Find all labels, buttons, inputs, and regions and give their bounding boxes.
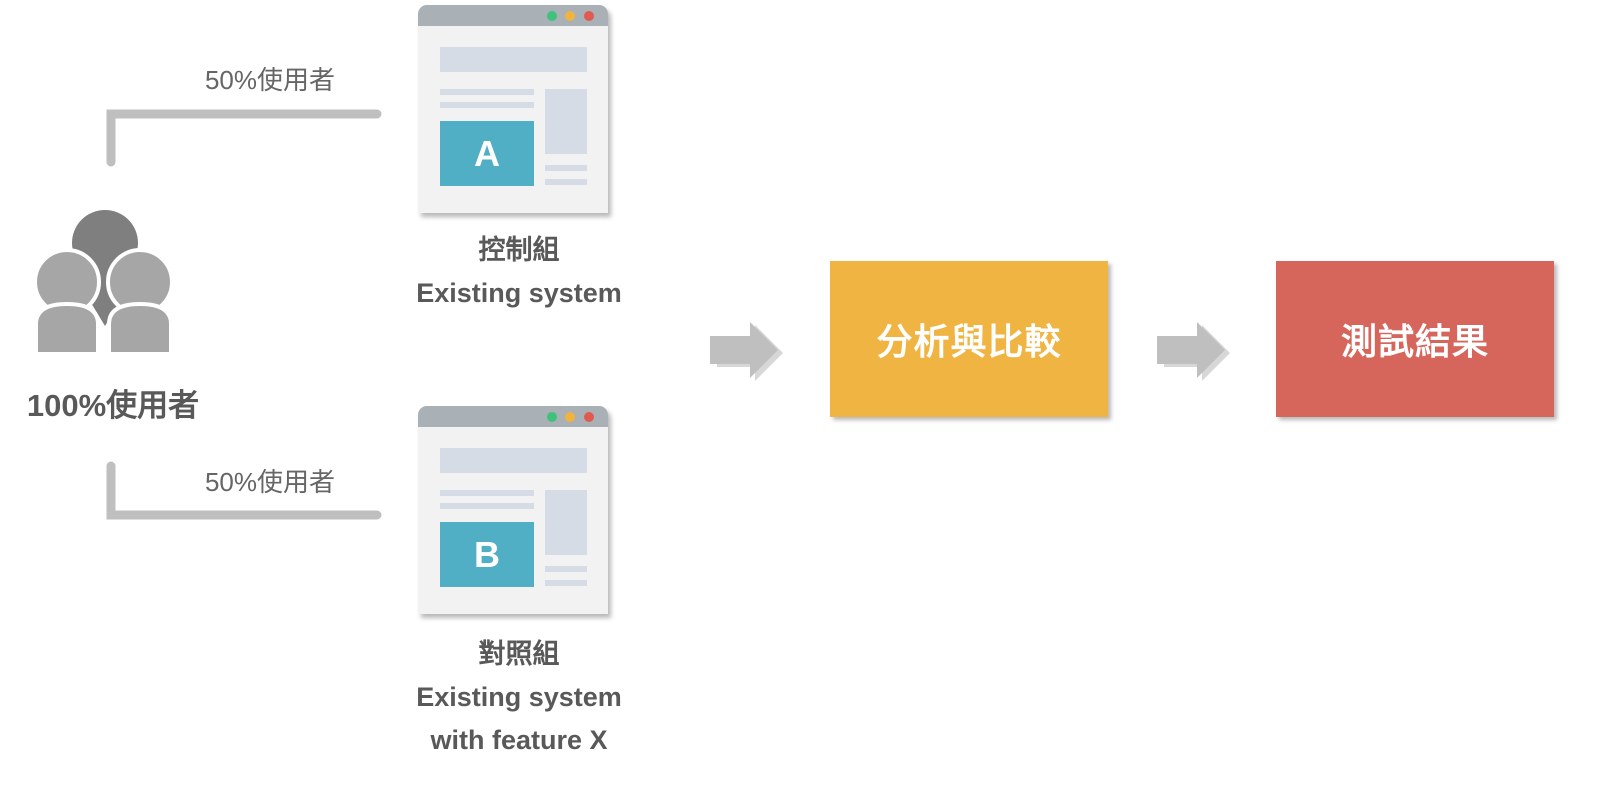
group-name-a: 控制組 (478, 235, 560, 265)
window-dot-green-icon (547, 11, 557, 21)
header-placeholder (440, 448, 587, 473)
browser-window-a: A (418, 5, 608, 213)
group-desc-b-line1: Existing system (416, 682, 622, 712)
split-label-top: 50%使用者 (204, 65, 336, 95)
group-desc-a: Existing system (416, 278, 622, 308)
browser-titlebar (418, 5, 608, 26)
window-dot-red-icon (584, 11, 594, 21)
sidebar-placeholder (545, 89, 587, 154)
browser-window-b: B (418, 406, 608, 614)
arrow-right-icon (1157, 322, 1230, 381)
text-line-placeholder (440, 89, 534, 95)
text-line-placeholder (545, 179, 587, 185)
test-result-box: 測試結果 (1276, 261, 1554, 417)
text-line-placeholder (440, 503, 534, 509)
connector-bottom (106, 461, 382, 520)
variant-b-block: B (440, 522, 534, 587)
text-line-placeholder (545, 580, 587, 586)
window-dot-yellow-icon (565, 412, 575, 422)
window-dot-yellow-icon (565, 11, 575, 21)
analysis-compare-box: 分析與比較 (830, 261, 1108, 417)
text-line-placeholder (545, 566, 587, 572)
variant-a-block: A (440, 121, 534, 186)
text-line-placeholder (545, 165, 587, 171)
arrow-right-icon (710, 322, 783, 381)
group-name-b: 對照組 (478, 639, 560, 669)
window-dot-green-icon (547, 412, 557, 422)
browser-titlebar (418, 406, 608, 427)
users-group-icon (34, 210, 174, 356)
total-users-label: 100%使用者 (26, 388, 200, 423)
text-line-placeholder (440, 490, 534, 496)
connector-top (106, 109, 382, 167)
split-label-bottom: 50%使用者 (204, 467, 336, 497)
text-line-placeholder (440, 102, 534, 108)
group-label-b: 對照組 Existing system with feature X (369, 633, 669, 762)
window-dot-red-icon (584, 412, 594, 422)
group-label-a: 控制組 Existing system (369, 229, 669, 315)
group-desc-b-line2: with feature X (430, 725, 608, 755)
sidebar-placeholder (545, 490, 587, 555)
header-placeholder (440, 47, 587, 72)
